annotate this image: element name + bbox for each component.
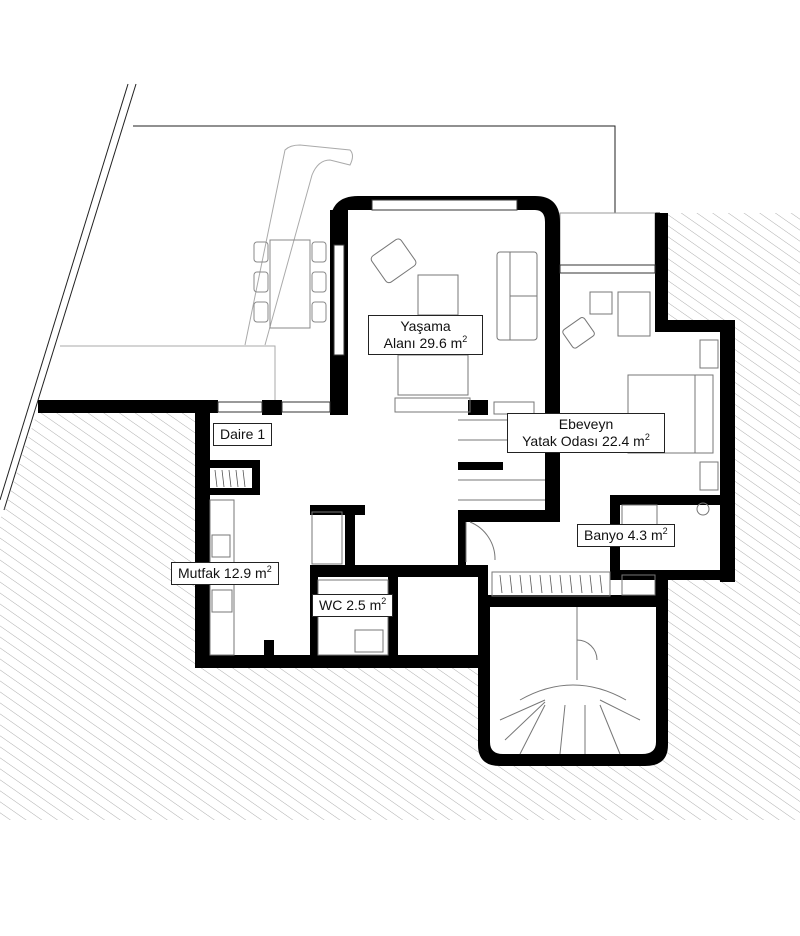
room-name: WC <box>319 597 343 613</box>
area-exponent: 2 <box>644 432 650 442</box>
unit-name: Daire 1 <box>220 426 266 442</box>
balcony <box>559 212 656 266</box>
room-name: Mutfak <box>178 565 221 581</box>
area-unit: m <box>369 597 382 613</box>
room-area: 29.6 <box>419 335 447 351</box>
room-area: 4.3 <box>627 527 648 543</box>
room-label-bathroom: Banyo 4.3 m2 <box>577 524 675 547</box>
room-label-master-bedroom: Ebeveyn Yatak Odası 22.4 m2 <box>507 413 665 453</box>
room-area: 2.5 <box>346 597 366 613</box>
room-area: 12.9 <box>223 565 252 581</box>
room-name-line2: Yatak Odası <box>522 433 599 449</box>
dining-table <box>253 239 327 329</box>
radiator-hatch <box>214 469 603 594</box>
area-exponent: 2 <box>266 564 272 574</box>
area-unit: m <box>255 565 267 581</box>
room-name: Banyo <box>584 527 624 543</box>
area-unit: m <box>450 335 463 351</box>
windows <box>217 199 656 413</box>
room-name: Yaşama <box>400 318 451 334</box>
area-exponent: 2 <box>462 334 468 344</box>
room-name: Ebeveyn <box>558 416 614 432</box>
room-label-wc: WC 2.5 m2 <box>312 594 394 617</box>
area-unit: m <box>633 433 645 449</box>
area-exponent: 2 <box>662 526 668 536</box>
site-boundary-lines <box>0 83 660 511</box>
unit-label: Daire 1 <box>213 423 273 446</box>
room-area: 22.4 <box>602 433 630 449</box>
area-exponent: 2 <box>381 596 387 606</box>
room-name-line2: Alanı <box>383 335 416 351</box>
area-unit: m <box>650 527 663 543</box>
room-label-kitchen: Mutfak 12.9 m2 <box>171 562 279 585</box>
room-label-living: Yaşama Alanı 29.6 m2 <box>368 315 483 355</box>
